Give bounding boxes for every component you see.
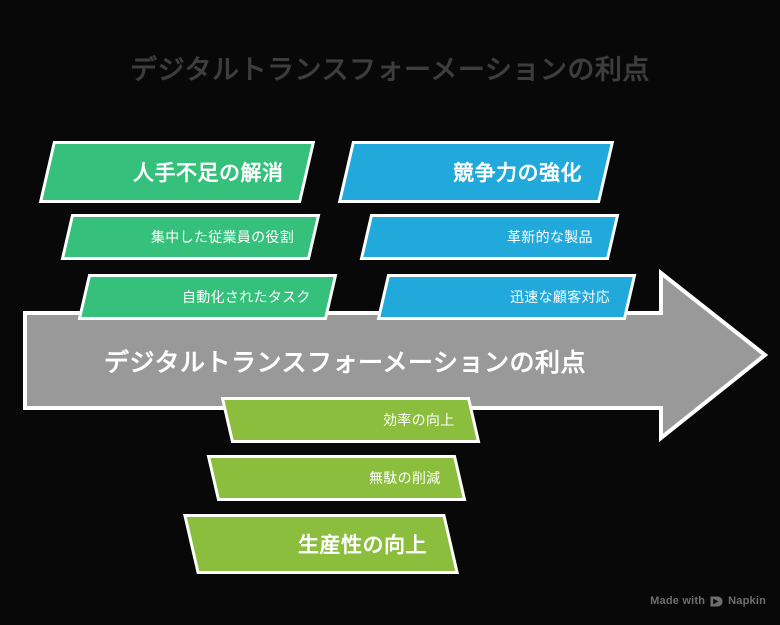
branch-item-workforce-2[interactable]: 集中した従業員の役割 [60, 214, 321, 260]
branch-item-label: 競争力の強化 [453, 162, 582, 185]
branch-item-label: 人手不足の解消 [132, 162, 284, 185]
branch-item-workforce-3[interactable]: 自動化されたタスク [77, 274, 338, 320]
page-title: デジタルトランスフォーメーションの利点 [130, 55, 650, 85]
branch-item-competitiveness-2[interactable]: 革新的な製品 [359, 214, 620, 260]
watermark: Made with Napkin [650, 595, 766, 607]
watermark-prefix: Made with [650, 595, 706, 607]
branch-item-productivity-1[interactable]: 効率の向上 [220, 397, 481, 443]
napkin-logo-icon [710, 596, 723, 606]
watermark-brand: Napkin [728, 595, 766, 607]
branch-item-label: 革新的な製品 [507, 229, 593, 245]
branch-item-label: 効率の向上 [382, 412, 455, 428]
branch-item-productivity-3[interactable]: 生産性の向上 [183, 514, 459, 574]
branch-item-competitiveness-3[interactable]: 迅速な顧客対応 [376, 274, 637, 320]
branch-item-label: 自動化されたタスク [182, 289, 311, 305]
branch-item-label: 集中した従業員の役割 [151, 229, 294, 245]
branch-item-label: 無駄の削減 [368, 470, 441, 486]
branch-item-label: 迅速な顧客対応 [509, 289, 610, 305]
branch-item-workforce-1[interactable]: 人手不足の解消 [38, 141, 316, 203]
branch-item-competitiveness-1[interactable]: 競争力の強化 [337, 141, 615, 203]
branch-item-productivity-2[interactable]: 無駄の削減 [206, 455, 467, 501]
branch-item-label: 生産性の向上 [298, 534, 427, 557]
